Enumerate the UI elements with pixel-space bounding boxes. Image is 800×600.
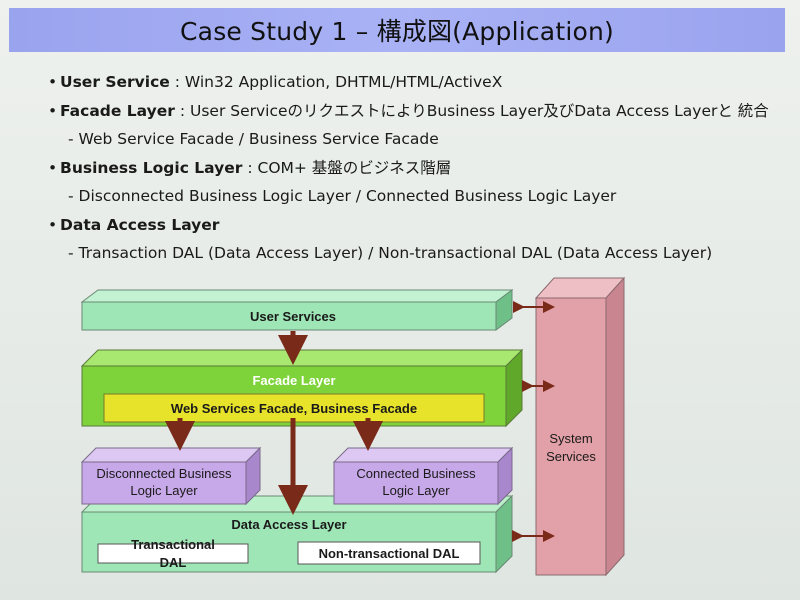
system-links <box>512 301 555 542</box>
disconnected-logic-label-1: Disconnected Business <box>96 466 232 481</box>
bullet-heading: Facade Layer <box>60 101 175 120</box>
bullet-item: •Data Access Layer <box>48 215 220 234</box>
bullet-item: •User Service : Win32 Application, DHTML… <box>48 73 503 91</box>
bullet-item: •Business Logic Layer : COM+ 基盤のビジネス階層 <box>48 158 452 177</box>
data-access-layer-box: Data Access Layer Transactional DAL Non-… <box>80 494 514 574</box>
user-services-label: User Services <box>250 309 336 324</box>
bullet-item: •Facade Layer : User ServiceのリクエストによりBus… <box>48 101 769 120</box>
data-access-layer-label: Data Access Layer <box>231 517 346 532</box>
bullet-list: •User Service : Win32 Application, DHTML… <box>48 68 788 268</box>
user-services-box: User Services <box>80 289 514 331</box>
flow-arrows <box>165 331 383 515</box>
connected-logic-box: Connected Business Logic Layer <box>332 446 514 506</box>
disconnected-logic-label-2: Logic Layer <box>130 483 198 498</box>
transactional-dal-label-1: Transactional <box>131 537 215 552</box>
connected-logic-label-2: Logic Layer <box>382 483 450 498</box>
web-services-facade-label: Web Services Facade, Business Facade <box>171 401 417 416</box>
non-transactional-dal-label: Non-transactional DAL <box>319 546 460 561</box>
sub-bullet-text: Web Service Facade / Business Service Fa… <box>78 130 439 148</box>
bullet-heading: Business Logic Layer <box>60 158 243 177</box>
web-services-facade-box <box>103 393 485 423</box>
slide-title: Case Study 1 – 構成図(Application) <box>180 17 614 46</box>
sub-bullet: - Transaction DAL (Data Access Layer) / … <box>68 244 713 262</box>
sub-bullet: - Disconnected Business Logic Layer / Co… <box>68 187 617 205</box>
sub-bullet: - Web Service Facade / Business Service … <box>68 130 439 148</box>
title-bar: Case Study 1 – 構成図(Application) <box>9 8 785 52</box>
bullet-heading: Data Access Layer <box>60 215 220 234</box>
non-transactional-dal-box <box>297 541 481 565</box>
transactional-dal-label-2: DAL <box>160 555 187 570</box>
system-services-label-1: System <box>549 431 592 446</box>
bullet-text: : User ServiceのリクエストによりBusiness Layer及びD… <box>174 101 769 120</box>
system-services-box: System Services <box>534 276 626 577</box>
bullet-text: : Win32 Application, DHTML/HTML/ActiveX <box>169 73 503 91</box>
system-services-label-2: Services <box>546 449 596 464</box>
facade-layer-box: Facade Layer Web Services Facade, Busine… <box>80 348 524 428</box>
transactional-dal-box <box>97 543 249 564</box>
disconnected-logic-box: Disconnected Business Logic Layer <box>80 446 262 506</box>
bullet-heading: User Service <box>60 73 170 91</box>
bullet-text: : COM+ 基盤のビジネス階層 <box>242 158 452 177</box>
connected-logic-label-1: Connected Business <box>356 466 476 481</box>
sub-bullet-text: Transaction DAL (Data Access Layer) / No… <box>78 244 713 262</box>
facade-layer-label: Facade Layer <box>252 373 335 388</box>
sub-bullet-text: Disconnected Business Logic Layer / Conn… <box>78 187 617 205</box>
